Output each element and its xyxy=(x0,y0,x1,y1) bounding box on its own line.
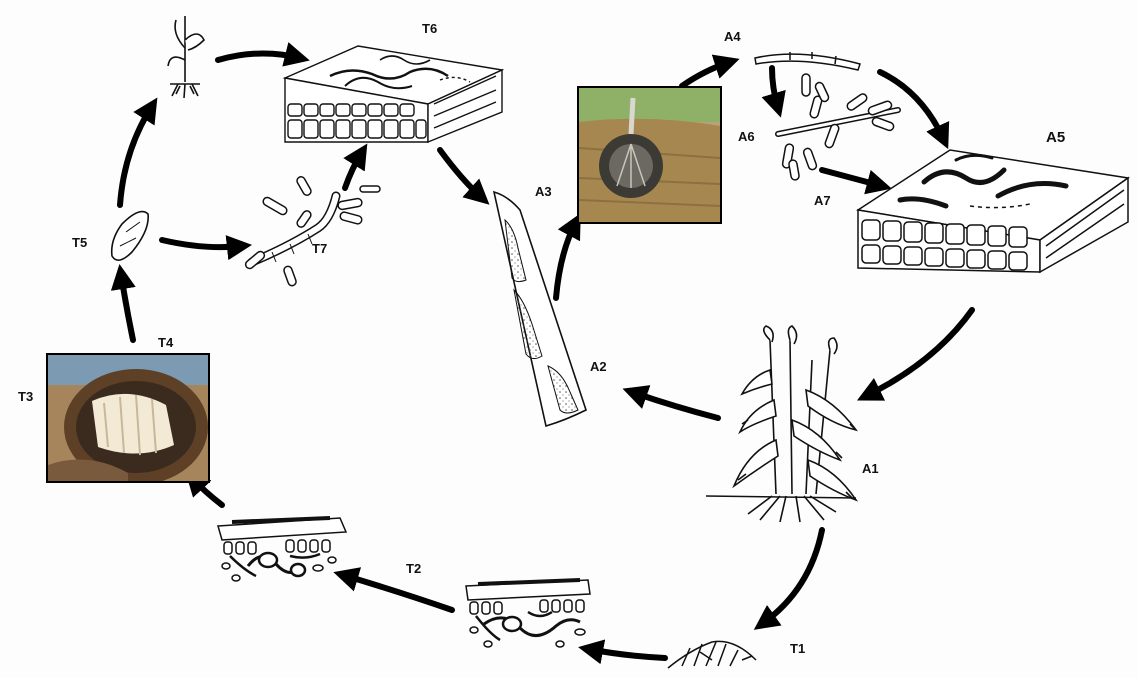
t6-leaf-tissue-block xyxy=(285,46,502,142)
arrow-t7-to-t6 xyxy=(345,152,362,188)
arrow-t5-to-t7 xyxy=(162,240,242,247)
arrow-a3-to-a4 xyxy=(682,62,730,86)
label-t5: T5 xyxy=(72,236,87,249)
label-t2: T2 xyxy=(406,562,421,575)
t7-germinating-spore xyxy=(244,175,380,286)
a3-germinating-grain-photo xyxy=(577,86,722,224)
green-background xyxy=(579,88,720,122)
arrow-t2-to-t3 xyxy=(343,575,452,610)
label-a4: A4 xyxy=(724,30,741,43)
label-t1: T1 xyxy=(790,642,805,655)
label-a2: A2 xyxy=(590,360,607,373)
label-a6: A6 xyxy=(738,130,755,143)
label-t7: T7 xyxy=(312,242,327,255)
infected-tissue-section xyxy=(466,580,590,647)
t1-plant-base xyxy=(668,641,756,668)
seedling xyxy=(168,16,204,98)
a6-branched-hyphae xyxy=(778,74,898,181)
label-t4: T4 xyxy=(158,336,173,349)
arrow-a2-to-a3 xyxy=(556,222,576,298)
label-a1: A1 xyxy=(862,462,879,475)
arrow-a4-to-a6 xyxy=(772,68,778,108)
label-t6: T6 xyxy=(422,22,437,35)
arrow-t5-to-seedling xyxy=(120,106,152,205)
label-a5: A5 xyxy=(1046,130,1065,145)
arrow-t4-to-t5 xyxy=(121,274,133,340)
label-t3: T3 xyxy=(18,390,33,403)
arrow-a5-to-a1 xyxy=(866,310,972,396)
t4-sorus-grain-photo xyxy=(46,353,210,483)
arrow-t1-to-t2 xyxy=(588,649,665,658)
t2-infected-tissue xyxy=(218,518,346,581)
arrow-seedling-to-t6 xyxy=(218,53,300,60)
arrow-a7-to-a5 xyxy=(822,170,882,186)
arrow-a1-to-a2 xyxy=(632,392,718,418)
arrow-t6-to-a2 xyxy=(440,150,482,198)
label-a7: A7 xyxy=(814,194,831,207)
t5-teliospore xyxy=(112,212,148,261)
a1-host-plant xyxy=(706,326,856,522)
a5-leaf-tissue-block xyxy=(858,150,1128,272)
arrow-a1-to-t1 xyxy=(762,530,822,624)
label-a3: A3 xyxy=(535,185,552,198)
